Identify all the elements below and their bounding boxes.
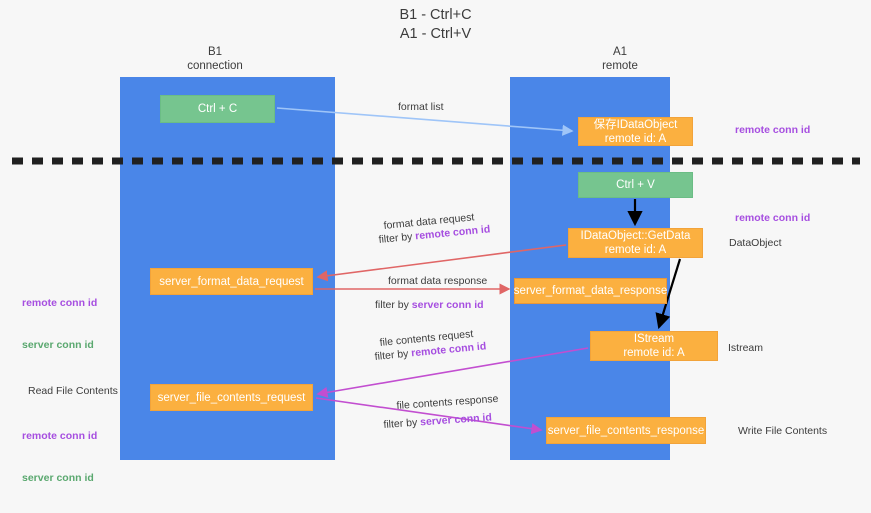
label-format-data-response-filter: filter by server conn id	[375, 298, 484, 312]
annotation-remote-conn-id-mid: remote conn id	[735, 212, 811, 224]
box-ctrl-c[interactable]: Ctrl + C	[160, 95, 275, 123]
page-title: B1 - Ctrl+C A1 - Ctrl+V	[399, 7, 472, 42]
annotation-write-file-contents: Write File Contents	[738, 425, 828, 437]
box-save-idataobject[interactable]: 保存IDataObject remote id: A	[578, 117, 693, 146]
annotation-remote-conn-id-2: remote conn id	[22, 430, 98, 442]
column-header-a1: A1 remote	[602, 46, 638, 72]
annotation-server-conn-id-1: server conn id	[22, 339, 94, 351]
box-ctrl-v[interactable]: Ctrl + V	[578, 172, 693, 198]
annotation-read-file-contents: Read File Contents	[28, 385, 118, 397]
annotation-left-group-1: remote conn id server conn id	[22, 268, 97, 380]
diagram-canvas: B1 - Ctrl+C A1 - Ctrl+V B1 connection A1…	[12, 7, 860, 484]
annotation-remote-conn-id-1: remote conn id	[22, 297, 98, 309]
box-istream[interactable]: IStream remote id: A	[590, 331, 718, 361]
filter-prefix: filter by	[378, 230, 416, 246]
box-server-file-contents-response[interactable]: server_file_contents_response	[546, 417, 706, 444]
filter-prefix: filter by	[383, 416, 421, 431]
filter-prefix: filter by	[374, 347, 412, 363]
annotation-server-conn-id-2: server conn id	[22, 472, 94, 484]
label-file-contents-response: file contents response	[396, 392, 499, 412]
box-server-file-contents-request[interactable]: server_file_contents_request	[150, 384, 313, 411]
label-format-data-response: format data response	[388, 275, 488, 287]
annotation-remote-conn-id-top: remote conn id	[735, 124, 811, 136]
box-idataobject-getdata[interactable]: IDataObject::GetData remote id: A	[568, 228, 703, 258]
annotation-istream: Istream	[728, 342, 764, 354]
column-header-b1: B1 connection	[187, 46, 243, 72]
server-conn-id-key: server conn id	[419, 411, 493, 429]
label-file-contents-response-filter: filter by server conn id	[383, 410, 492, 432]
annotation-left-group-2: remote conn id server conn id	[22, 401, 97, 513]
server-conn-id-key: server conn id	[411, 299, 484, 311]
label-format-list: format list	[398, 101, 444, 113]
annotation-dataobject: DataObject	[729, 237, 782, 249]
box-server-format-data-response[interactable]: server_format_data_response	[514, 278, 667, 304]
box-server-format-data-request[interactable]: server_format_data_request	[150, 268, 313, 295]
filter-prefix: filter by	[375, 299, 412, 311]
